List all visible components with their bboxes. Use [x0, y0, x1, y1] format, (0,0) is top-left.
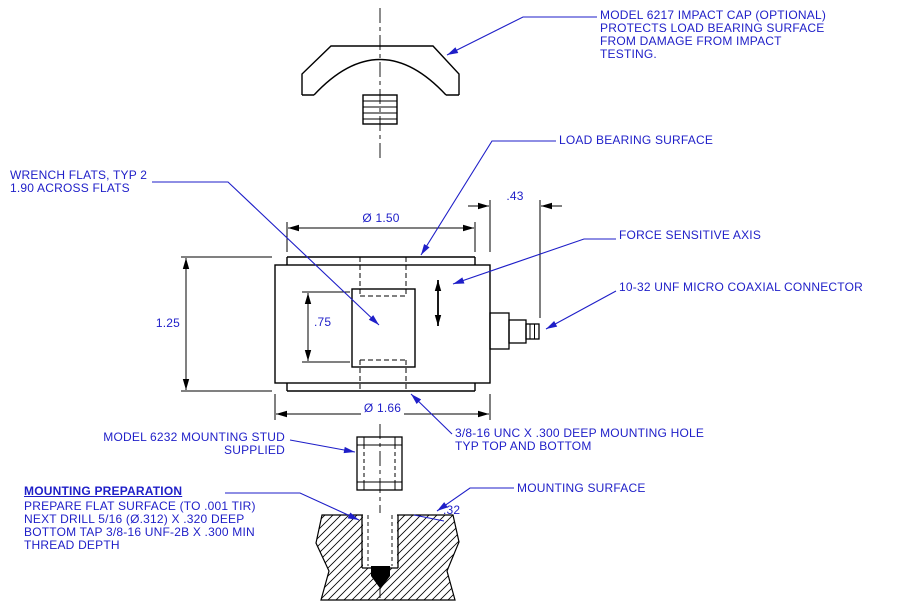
load-bearing-surface-label: LOAD BEARING SURFACE	[559, 133, 714, 147]
mounting-surface-label: MOUNTING SURFACE	[517, 481, 646, 495]
dim-body-diameter: Ø 1.66	[275, 401, 490, 415]
leader-connector	[545, 290, 617, 330]
mounting-preparation-title: MOUNTING PREPARATION	[24, 484, 183, 498]
mounting-hole-hidden-lines	[359, 257, 407, 391]
mounting-preparation-body: PREPARE FLAT SURFACE (TO .001 TIR) NEXT …	[24, 499, 256, 552]
drill-point	[371, 566, 390, 589]
coaxial-connector-label: 10-32 UNF MICRO COAXIAL CONNECTOR	[619, 280, 863, 294]
force-sensitive-axis-label: FORCE SENSITIVE AXIS	[619, 228, 762, 242]
leader-mounting-stud	[289, 439, 356, 454]
leader-lines	[152, 16, 617, 522]
impact-cap-note: MODEL 6217 IMPACT CAP (OPTIONAL) PROTECT…	[600, 8, 827, 61]
section-view-drawing	[315, 513, 460, 601]
dim-hole-chamfer: .32	[443, 503, 461, 517]
dimension-lines	[181, 200, 562, 420]
dim-bore-depth: .75	[314, 315, 332, 329]
dim-body-diameter-value: Ø 1.66	[360, 401, 405, 415]
leader-load-bearing-surface	[420, 140, 556, 256]
wrench-flats-label: WRENCH FLATS, TYP 2 1.90 ACROSS FLATS	[10, 168, 148, 195]
leader-force-axis	[452, 238, 616, 285]
dim-body-height: 1.25	[155, 316, 180, 330]
leader-mounting-surface	[436, 487, 514, 512]
coaxial-connector-drawing	[489, 312, 540, 350]
mounting-stud-drawing	[356, 436, 403, 491]
dim-connector-length: .43	[506, 189, 524, 203]
leader-mounting-hole	[410, 393, 453, 435]
leader-wrench-flats	[152, 181, 380, 326]
leader-mounting-prep	[225, 492, 360, 521]
dim-load-surface-diameter: Ø 1.50	[362, 211, 400, 225]
leader-chamfer	[413, 514, 445, 522]
impact-cap-drawing	[301, 45, 460, 125]
mounting-hole-label: 3/8-16 UNC X .300 DEEP MOUNTING HOLE TYP…	[455, 426, 705, 453]
load-cell-body-drawing	[274, 256, 491, 392]
mounting-stud-label: MODEL 6232 MOUNTING STUD SUPPLIED	[103, 430, 285, 457]
leader-impact-cap	[446, 16, 597, 56]
